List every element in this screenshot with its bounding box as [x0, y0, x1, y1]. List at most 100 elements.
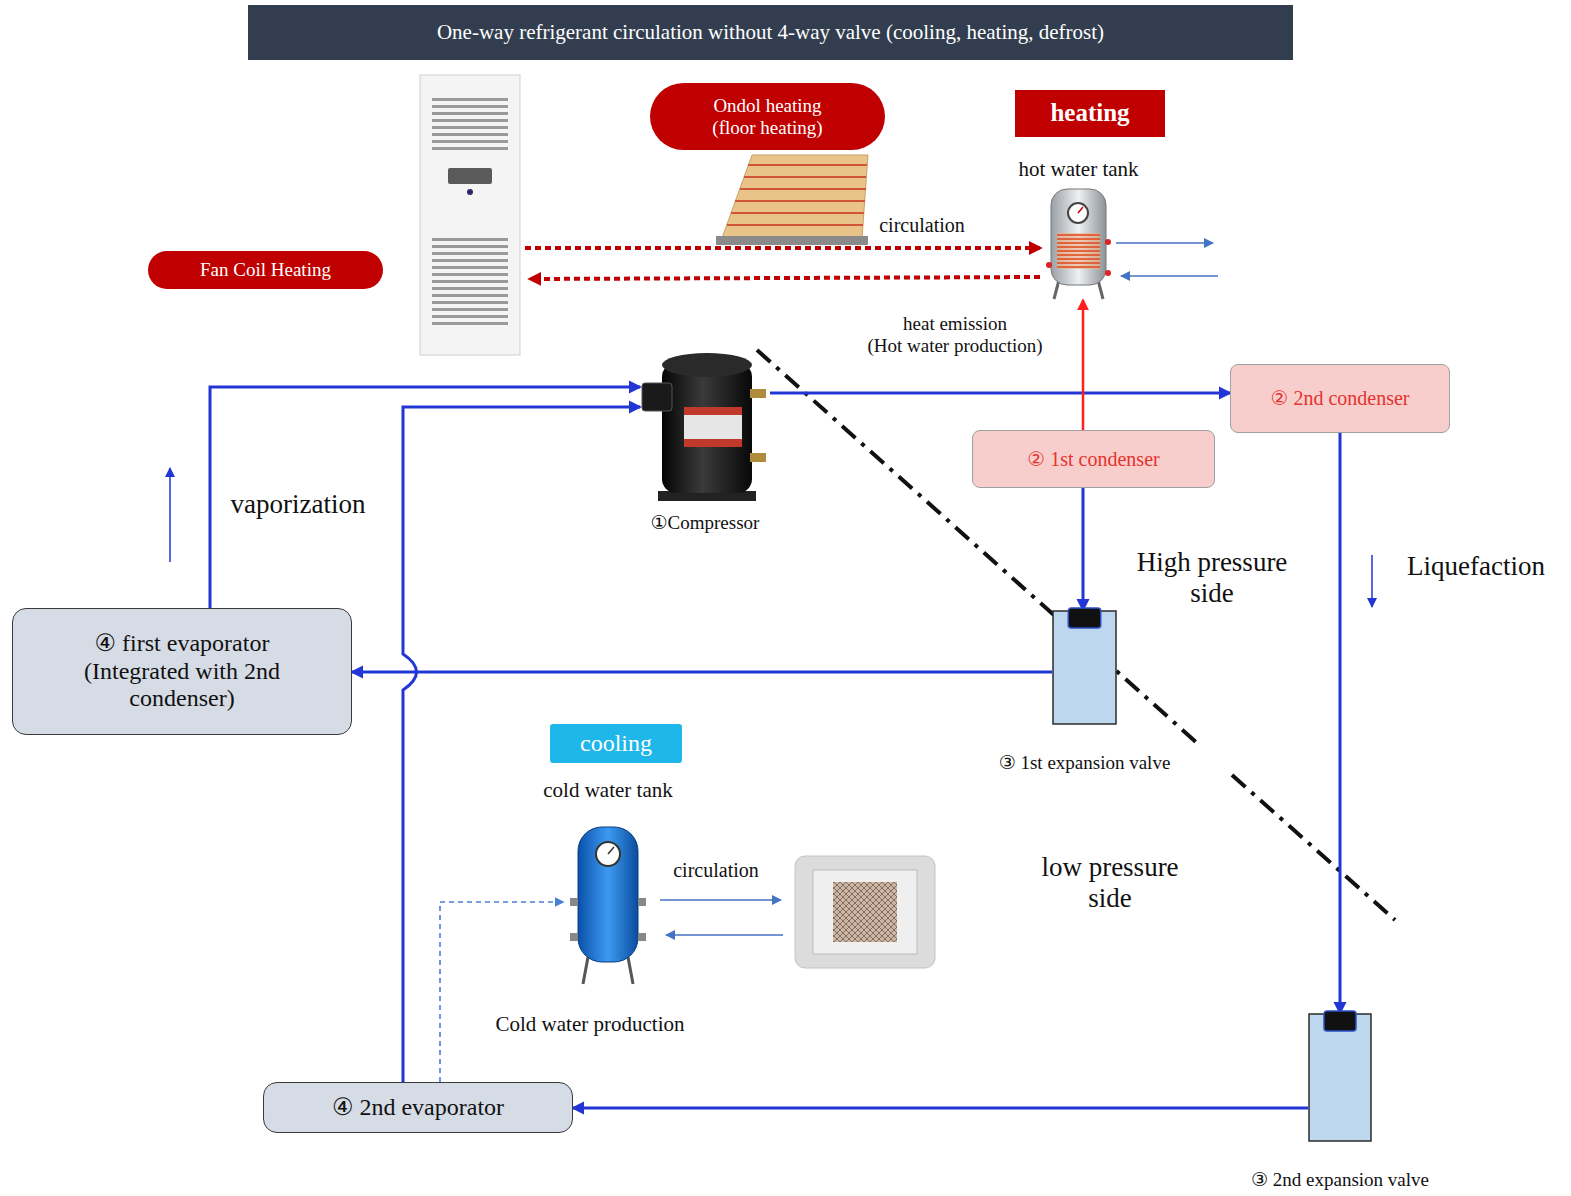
- figure-part: [583, 957, 588, 984]
- figure-part: [1051, 189, 1106, 285]
- component-label: ③ 1st expansion valve: [999, 752, 1171, 774]
- evaporator-box: ④ 2nd evaporator: [263, 1082, 573, 1133]
- expansion-valve-symbol: [1052, 610, 1117, 725]
- compressor-figure: [640, 345, 770, 505]
- title-text: One-way refrigerant circulation without …: [437, 20, 1104, 44]
- figure-part: [662, 363, 752, 493]
- node-text: Fan Coil Heating: [200, 259, 331, 281]
- condenser-box: ② 2nd condenser: [1230, 364, 1450, 433]
- figure-part: [1057, 246, 1100, 248]
- illustration-part: [813, 870, 917, 954]
- node-text: cooling: [580, 730, 652, 758]
- component-label: ③ 2nd expansion valve: [1251, 1169, 1429, 1191]
- figure-part: [1068, 608, 1101, 628]
- evaporator-box: ④ first evaporator (Integrated with 2nd …: [12, 608, 352, 735]
- component-figure: ③ 1st expansion valve: [1052, 610, 1117, 725]
- illustration-part: [727, 165, 867, 225]
- figure-part: [596, 842, 620, 866]
- figure-part: [1324, 1011, 1356, 1031]
- component-figure: hot water tank: [1045, 185, 1112, 300]
- node-text: ④ first evaporator (Integrated with 2nd …: [84, 630, 280, 713]
- dashed-flow-connector: [440, 902, 563, 1082]
- refrigerant-line: [1339, 433, 1342, 1013]
- figure-part: [1105, 270, 1111, 276]
- water-tank-figure: [1045, 185, 1112, 300]
- figure-part: [662, 353, 752, 377]
- illustration-part: [722, 155, 868, 238]
- illustration-part: [467, 189, 473, 195]
- figure-part: [628, 957, 633, 984]
- figure-part: [1057, 254, 1100, 256]
- figure-part: [1046, 262, 1052, 268]
- refrigerant-line: [210, 387, 640, 608]
- illustration-part: [757, 350, 1196, 742]
- figure-part: [750, 453, 766, 462]
- figure-part: [570, 898, 578, 906]
- rounded-label-box: Fan Coil Heating: [148, 251, 383, 289]
- node-text: heating: [1050, 99, 1129, 128]
- component-label: hot water tank: [1018, 157, 1138, 181]
- figure-part: [570, 933, 578, 941]
- figure-part: [642, 383, 672, 411]
- annotation-label: low pressure side: [1041, 852, 1178, 914]
- expansion-valve-symbol: [1308, 1013, 1372, 1142]
- illustration-part: [660, 899, 781, 901]
- annotation-label: Cold water production: [496, 1012, 685, 1036]
- illustration-part: [448, 168, 492, 184]
- figure-part: [578, 827, 638, 962]
- figure-part: [1057, 233, 1100, 269]
- figure-part: [638, 933, 646, 941]
- illustration-part: [1371, 555, 1373, 607]
- figure-part: [1057, 258, 1100, 260]
- illustration-part: [1121, 275, 1218, 277]
- node-text: ② 1st condenser: [1027, 448, 1159, 471]
- illustration-part: [1116, 242, 1213, 244]
- annotation-label: vaporization: [231, 489, 366, 520]
- refrigerant-line: [1082, 488, 1085, 610]
- figure-part: [1057, 238, 1100, 240]
- figure-part: [1078, 207, 1083, 213]
- condenser-box: ② 1st condenser: [972, 430, 1215, 488]
- illustration-part: [795, 856, 935, 968]
- mode-box: cooling: [550, 724, 682, 763]
- figure-part: [750, 389, 766, 398]
- component-label: cold water tank: [543, 778, 672, 802]
- figure-part: [1057, 242, 1100, 244]
- annotation-label: circulation: [879, 214, 965, 237]
- refrigerant-line: [573, 1107, 1308, 1110]
- illustration-part: [525, 246, 1040, 250]
- floor-heating-picture: [716, 155, 868, 245]
- node-text: Ondol heating (floor heating): [712, 95, 822, 139]
- annotation-label: heat emission (Hot water production): [867, 313, 1042, 357]
- rounded-label-box: Ondol heating (floor heating): [650, 83, 885, 150]
- figure-part: [1057, 266, 1100, 268]
- refrigerant-line: [770, 392, 1230, 395]
- illustration-part: [432, 236, 508, 326]
- illustration-part: [432, 98, 508, 150]
- illustration-part: [833, 882, 897, 942]
- figure-part: [1057, 250, 1100, 252]
- figure-part: [1105, 239, 1111, 245]
- component-figure: ③ 2nd expansion valve: [1308, 1013, 1372, 1142]
- node-text: ② 2nd condenser: [1270, 387, 1409, 410]
- figure-part: [1309, 1014, 1371, 1141]
- illustration-part: [169, 468, 171, 562]
- illustration-part: [530, 277, 1040, 279]
- mode-box: heating: [1015, 90, 1165, 137]
- figure-part: [638, 898, 646, 906]
- component-figure: ①Compressor: [640, 345, 770, 505]
- figure-part: [684, 407, 742, 415]
- figure-part: [1057, 262, 1100, 264]
- illustration-part: [1232, 775, 1395, 920]
- annotation-label: High pressure side: [1137, 547, 1288, 609]
- water-tank-figure: [563, 822, 653, 987]
- node-text: ④ 2nd evaporator: [332, 1094, 504, 1122]
- pressure-divider-line: [757, 350, 1395, 920]
- annotation-label: circulation: [673, 859, 759, 882]
- illustration-part: [420, 75, 520, 355]
- refrigerant-line: [352, 671, 1052, 674]
- annotation-label: Liquefaction: [1407, 551, 1545, 582]
- fan-coil-unit: [420, 75, 520, 355]
- figure-part: [1057, 234, 1100, 236]
